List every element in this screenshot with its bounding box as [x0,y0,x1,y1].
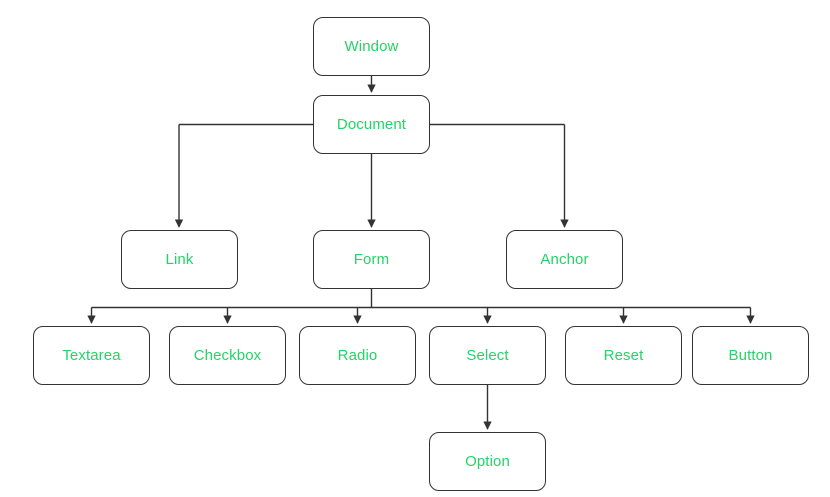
node-label-form: Form [353,251,390,268]
node-label-button: Button [728,347,773,364]
node-label-textarea: Textarea [62,347,121,364]
node-window[interactable]: Window [313,17,430,76]
node-checkbox[interactable]: Checkbox [169,326,286,385]
node-option[interactable]: Option [429,432,546,491]
node-label-document: Document [336,116,407,133]
node-anchor[interactable]: Anchor [506,230,623,289]
node-radio[interactable]: Radio [299,326,416,385]
node-label-window: Window [344,38,399,55]
node-reset[interactable]: Reset [565,326,682,385]
node-label-anchor: Anchor [540,251,589,268]
node-label-reset: Reset [603,347,644,364]
node-label-radio: Radio [337,347,378,364]
node-select[interactable]: Select [429,326,546,385]
node-link[interactable]: Link [121,230,238,289]
node-textarea[interactable]: Textarea [33,326,150,385]
node-label-link: Link [165,251,194,268]
node-button[interactable]: Button [692,326,809,385]
node-label-option: Option [465,453,510,470]
node-label-checkbox: Checkbox [193,347,262,364]
node-label-select: Select [466,347,509,364]
node-document[interactable]: Document [313,95,430,154]
node-form[interactable]: Form [313,230,430,289]
